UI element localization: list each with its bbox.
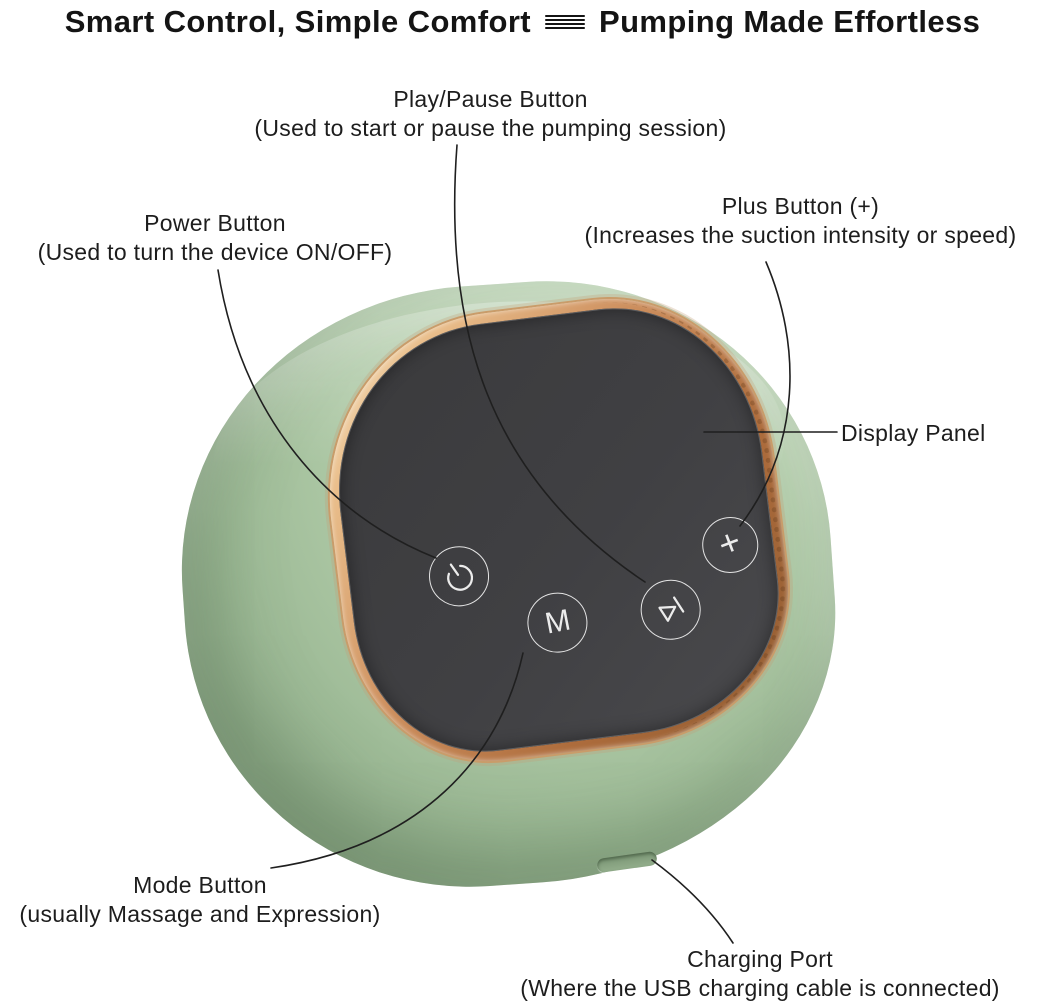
callout-power: Power Button (Used to turn the device ON…	[0, 209, 430, 267]
mode-button-glyph: M	[541, 603, 573, 641]
play-pause-description: (Used to start or pause the pumping sess…	[254, 115, 727, 141]
charging-port-label: Charging Port	[687, 946, 833, 972]
power-button	[425, 542, 493, 610]
page-title: Smart Control, Simple Comfort Pumping Ma…	[0, 0, 1045, 44]
callout-play-pause: Play/Pause Button (Used to start or paus…	[183, 85, 798, 143]
plus-description: (Increases the suction intensity or spee…	[584, 222, 1017, 248]
title-right: Pumping Made Effortless	[599, 4, 981, 39]
play-pause-button	[637, 576, 705, 644]
plus-label: Plus Button (+)	[721, 193, 880, 219]
plus-button: +	[699, 513, 762, 577]
play-pause-icon	[658, 596, 685, 622]
play-pause-label: Play/Pause Button	[393, 86, 588, 112]
separator-icon	[545, 15, 586, 29]
callout-display-panel: Display Panel	[841, 419, 1041, 448]
power-label: Power Button	[144, 210, 286, 236]
title-left: Smart Control, Simple Comfort	[64, 4, 532, 39]
callout-charging-port: Charging Port (Where the USB charging ca…	[455, 945, 1045, 1003]
charging-port-line	[651, 859, 734, 944]
display-panel-label: Display Panel	[841, 420, 986, 446]
mode-description: (usually Massage and Expression)	[19, 901, 381, 927]
callout-mode: Mode Button (usually Massage and Express…	[0, 871, 400, 929]
power-description: (Used to turn the device ON/OFF)	[37, 239, 393, 265]
mode-label: Mode Button	[133, 872, 267, 898]
callout-plus: Plus Button (+) (Increases the suction i…	[542, 192, 1045, 250]
display-panel: M +	[319, 291, 795, 767]
mode-button: M	[523, 589, 591, 657]
plus-button-glyph: +	[712, 519, 747, 566]
charging-port-description: (Where the USB charging cable is connect…	[520, 975, 1000, 1001]
power-icon	[447, 563, 474, 591]
